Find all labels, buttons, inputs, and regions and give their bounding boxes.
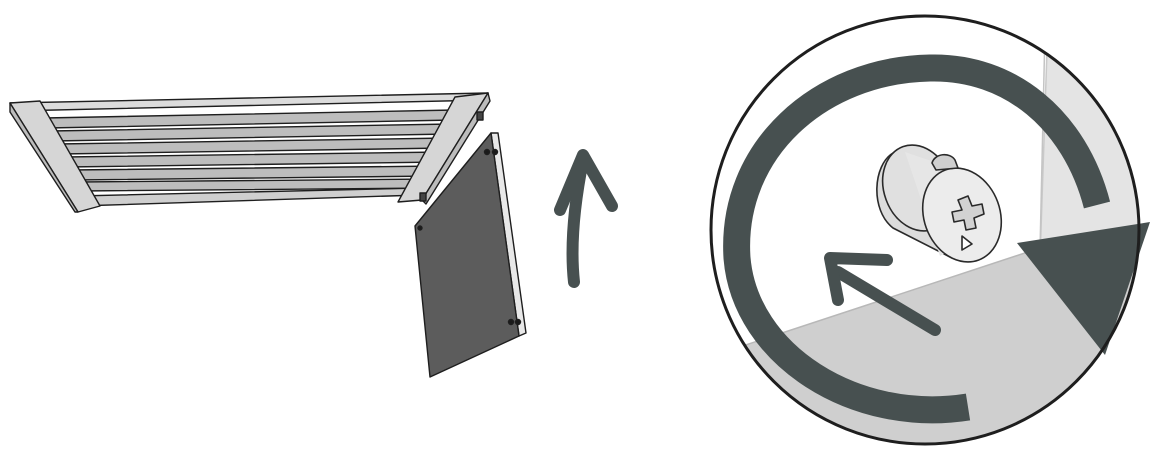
pre-drilled-hole — [493, 150, 498, 155]
frame-rear-rail — [10, 93, 488, 111]
detail-circle — [700, 16, 1150, 452]
slat — [63, 152, 444, 167]
frame-slats — [44, 110, 455, 191]
slat — [70, 166, 440, 180]
frame-connector — [477, 112, 483, 120]
pre-drilled-hole — [516, 320, 521, 325]
pre-drilled-hole — [485, 150, 490, 155]
arrow-up-icon — [560, 155, 612, 282]
panel-dowel — [418, 226, 422, 230]
pre-drilled-hole — [509, 320, 514, 325]
frame-connector — [420, 193, 426, 201]
slatted-frame — [10, 93, 490, 212]
